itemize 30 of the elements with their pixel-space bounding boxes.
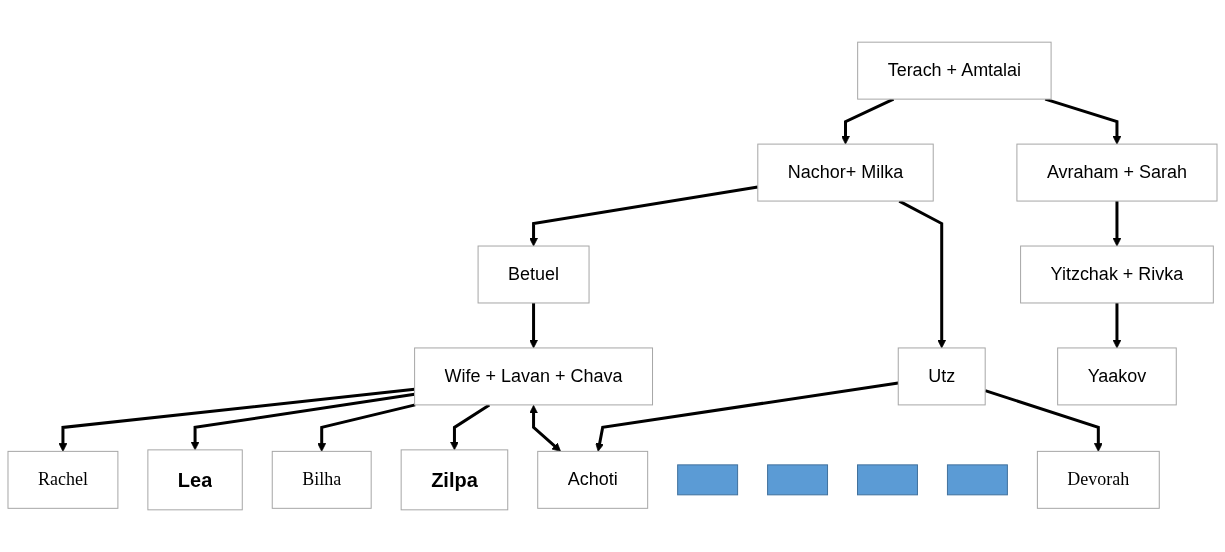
arrow (529, 303, 538, 349)
arrow (529, 404, 561, 452)
node-box: Zilpa (400, 449, 509, 511)
arrow (1044, 97, 1122, 145)
node-box: Achoti (537, 450, 649, 509)
node-box: Devorah (1036, 450, 1160, 509)
arrow (317, 403, 416, 452)
arrow (190, 392, 415, 451)
node-box: Nachor+ Milka (757, 143, 934, 202)
node-box: Lea (147, 449, 243, 511)
node-box: Yitzchak + Rivka (1020, 245, 1214, 304)
arrow (595, 381, 899, 452)
node-box: Terach + Amtalai (857, 41, 1052, 100)
arrow (529, 185, 759, 247)
node-cross (946, 464, 1008, 496)
node-cross (767, 464, 829, 496)
node-box: Avraham + Sarah (1016, 143, 1218, 202)
node-box: Bilha (271, 450, 372, 509)
node-box: Utz (897, 347, 986, 406)
arrow (984, 389, 1103, 452)
node-box: Rachel (7, 450, 119, 509)
node-cross (677, 464, 739, 496)
node-box: Betuel (477, 245, 590, 304)
arrow (450, 403, 491, 451)
arrow (1112, 201, 1122, 247)
node-box: Yaakov (1057, 347, 1177, 406)
arrow (58, 387, 415, 452)
arrow (1112, 303, 1122, 349)
node-box: Wife + Lavan + Chava (414, 347, 654, 406)
node-cross (857, 464, 918, 496)
